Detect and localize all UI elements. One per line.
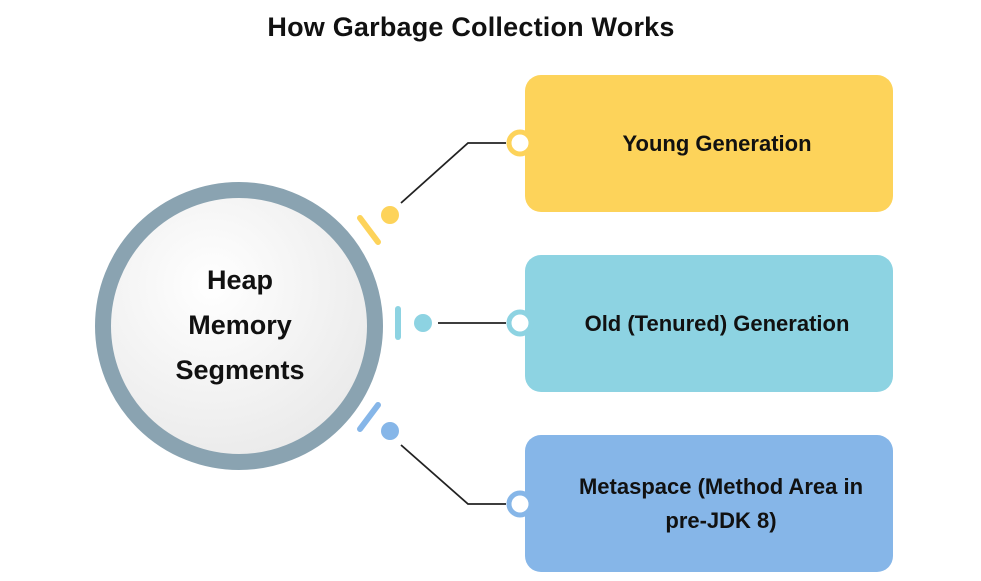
segment-box-old-generation: Old (Tenured) Generation (525, 255, 893, 392)
hub-label-line: Heap (206, 265, 274, 295)
accent-tick-meta (357, 402, 381, 432)
hub-ring (95, 182, 383, 470)
diagram-title: How Garbage Collection Works (267, 12, 675, 42)
connector-young (400, 142, 506, 204)
hub-label: Heap Memory Segments (120, 258, 360, 393)
connector-meta (400, 444, 506, 505)
segment-label: Young Generation (622, 130, 812, 156)
accent-dot-meta (381, 422, 399, 440)
accent-dot-old (414, 314, 432, 332)
accent-dot-young (381, 206, 399, 224)
segment-label: Metaspace (Method Area in pre-JDK 8) (578, 473, 864, 533)
segment-box-metaspace: Metaspace (Method Area in pre-JDK 8) (525, 435, 893, 572)
hub-label-line: Segments (175, 355, 305, 385)
accent-tick-young (357, 215, 381, 245)
segment-box-young-generation: Young Generation (525, 75, 893, 212)
hub-label-line: Memory (188, 310, 292, 340)
segment-label: Old (Tenured) Generation (584, 310, 850, 336)
